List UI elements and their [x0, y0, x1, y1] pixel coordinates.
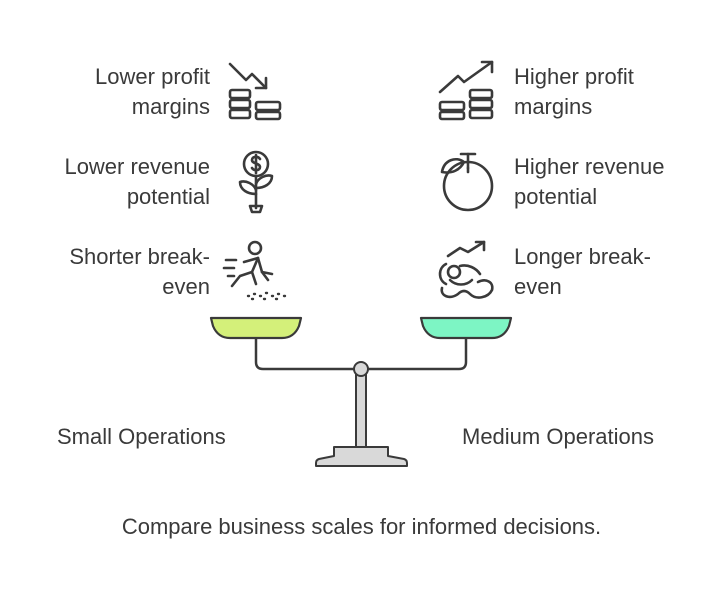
left-side-title: Small Operations	[57, 424, 226, 449]
left-item-revenue-line1: Lower revenue	[64, 154, 210, 179]
rising-coins-icon	[432, 58, 498, 124]
right-item-breakeven: Longer break- even	[514, 242, 714, 302]
left-item-profit-line1: Lower profit	[95, 64, 210, 89]
right-item-breakeven-line2: even	[514, 274, 562, 299]
diagram-caption: Compare business scales for informed dec…	[121, 514, 602, 539]
scale-base	[315, 446, 408, 467]
left-item-profit: Lower profit margins	[30, 62, 210, 122]
money-plant-icon	[226, 146, 286, 218]
left-item-breakeven-line1: Shorter break-	[69, 244, 210, 269]
right-item-profit-line1: Higher profit	[514, 64, 634, 89]
fruit-icon	[434, 146, 500, 216]
right-item-revenue-line1: Higher revenue	[514, 154, 665, 179]
rolling-person-icon	[432, 236, 500, 304]
right-side-title: Medium Operations	[462, 424, 654, 449]
right-item-profit-line2: margins	[514, 94, 593, 119]
left-item-revenue: Lower revenue potential	[30, 152, 210, 212]
left-item-revenue-line2: potential	[126, 184, 210, 209]
left-scale-pan	[209, 316, 303, 340]
right-scale-pan	[419, 316, 513, 340]
scale-post	[355, 368, 367, 448]
scale-pivot	[353, 361, 369, 377]
left-item-breakeven: Shorter break- even	[30, 242, 210, 302]
right-item-revenue: Higher revenue potential	[514, 152, 714, 212]
right-item-profit: Higher profit margins	[514, 62, 714, 122]
left-item-breakeven-line2: even	[162, 274, 210, 299]
left-item-profit-line2: margins	[131, 94, 210, 119]
right-item-revenue-line2: potential	[514, 184, 598, 209]
declining-coins-icon	[222, 58, 288, 124]
sprinter-icon	[222, 238, 292, 304]
right-item-breakeven-line1: Longer break-	[514, 244, 651, 269]
